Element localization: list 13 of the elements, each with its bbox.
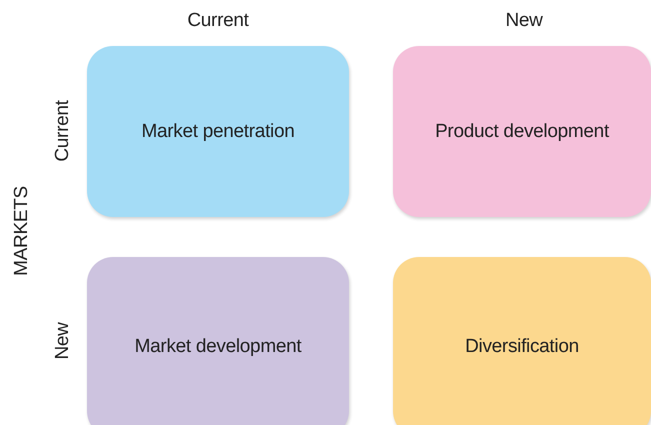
strategy-box [393, 46, 651, 217]
strategy-box [87, 257, 349, 425]
strategy-box [393, 257, 651, 425]
strategy-label: Product development [435, 120, 609, 142]
strategy-label: Diversification [465, 336, 579, 358]
strategy-label: Market development [134, 336, 302, 358]
row-header: New [52, 322, 74, 360]
strategy-label: Market penetration [141, 120, 295, 142]
column-header: Current [187, 10, 249, 32]
axis-title: MARKETS [11, 186, 33, 276]
row-header: Current [52, 100, 74, 162]
column-header: New [505, 10, 543, 32]
strategy-box [87, 46, 349, 217]
